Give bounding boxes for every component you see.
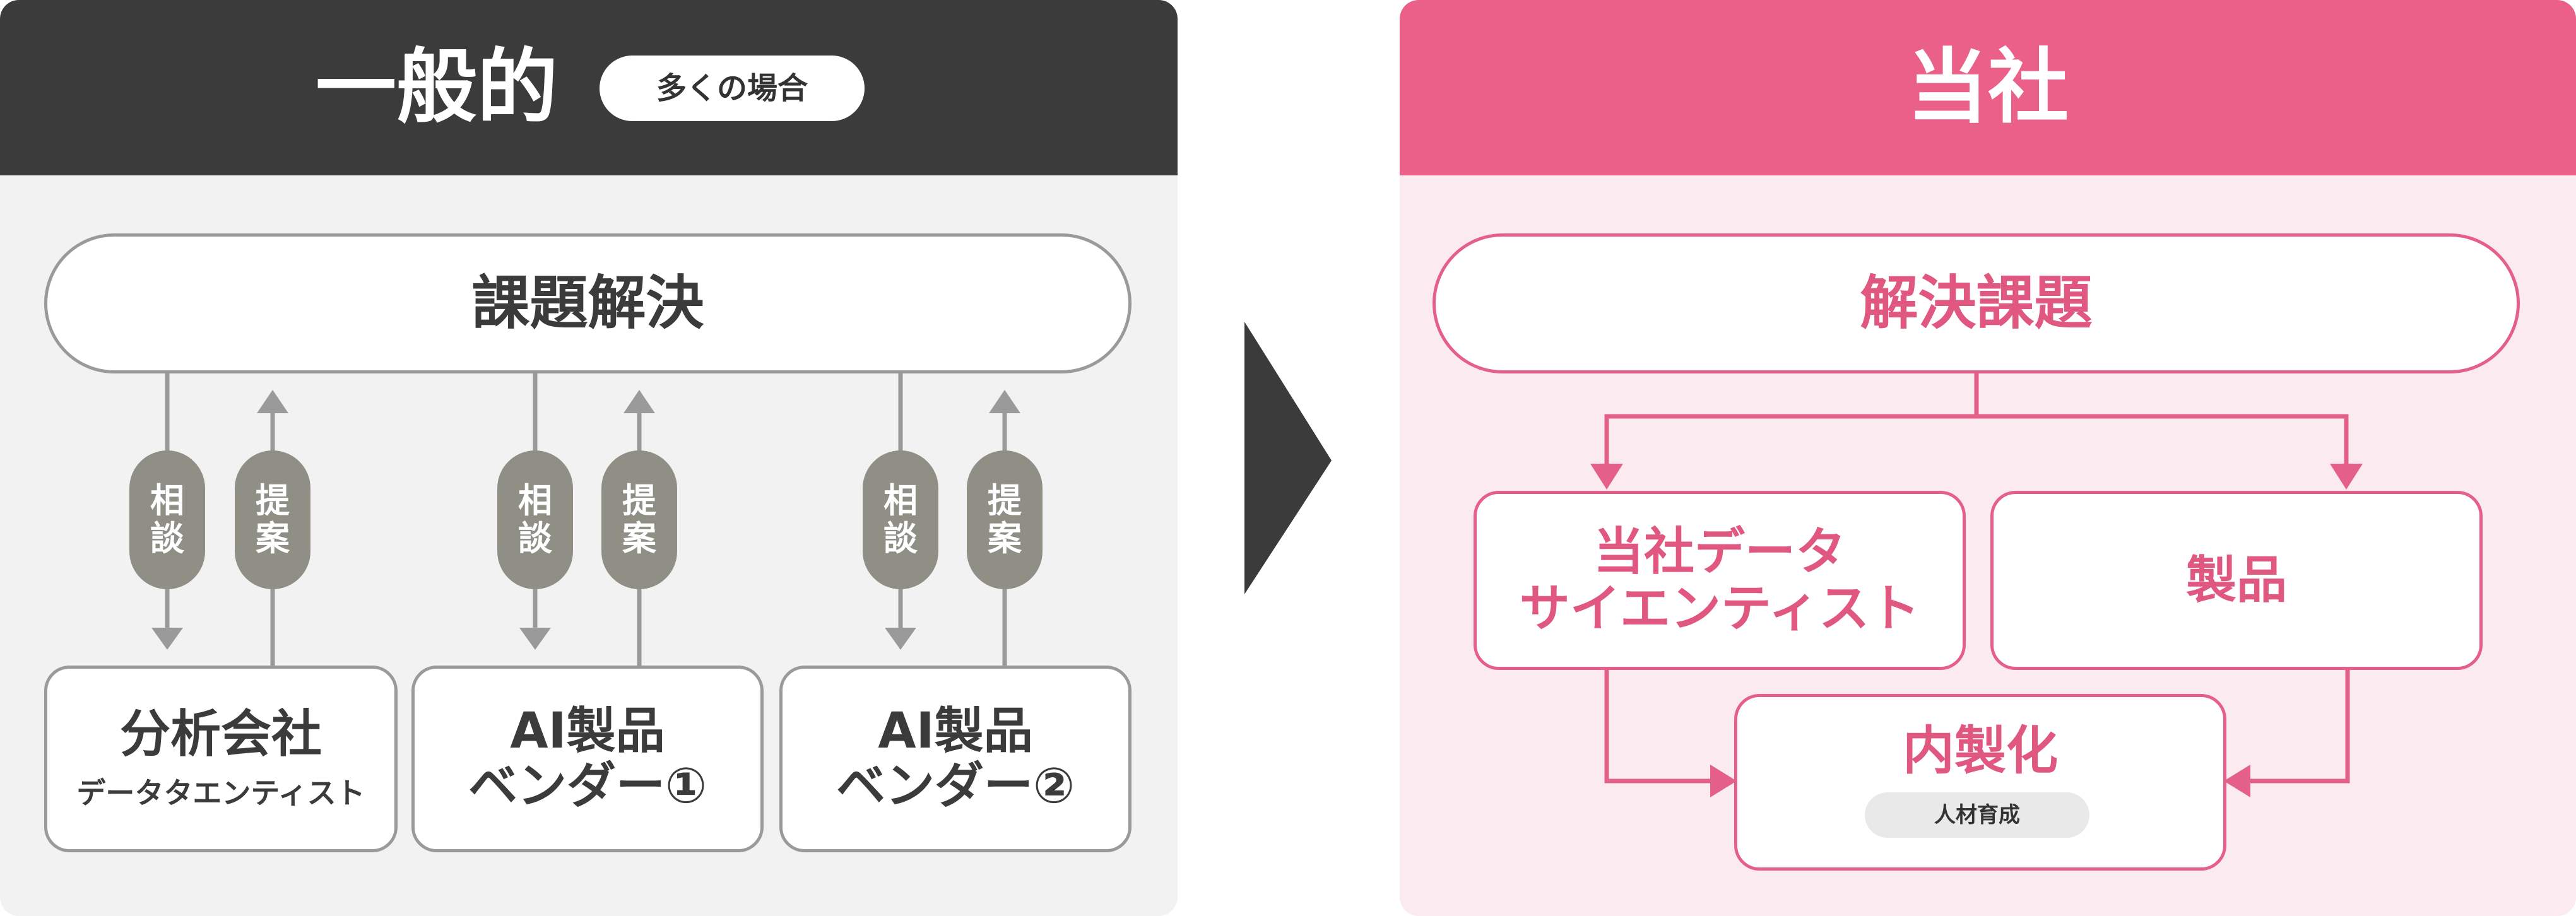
propose-char-1: 提 bbox=[988, 480, 1022, 520]
problem-solving-label: 課題解決 bbox=[471, 269, 704, 338]
consult-char-2: 談 bbox=[518, 519, 552, 558]
propose-char-1: 提 bbox=[622, 480, 656, 520]
consult-char-1: 相 bbox=[883, 480, 918, 520]
inhouse-box: 内製化 bbox=[1734, 694, 2226, 871]
solution-problem-box: 解決課題 bbox=[1433, 233, 2520, 373]
consult-char-2: 談 bbox=[883, 519, 918, 558]
down-arrow-icon bbox=[2330, 464, 2363, 490]
propose-char-2: 案 bbox=[622, 519, 656, 558]
right-flow bbox=[1604, 373, 2350, 784]
right-arrow-icon bbox=[1710, 765, 1737, 797]
vendor-box-ai-1: AI製品 ベンダー① bbox=[411, 666, 764, 852]
consult-char-1: 相 bbox=[150, 480, 184, 520]
left-arrow-icon bbox=[2224, 765, 2250, 797]
down-arrow-icon bbox=[151, 628, 183, 650]
consult-pill: 相 談 bbox=[497, 450, 573, 589]
talent-development-tag: 人材育成 bbox=[1865, 792, 2089, 838]
consult-char-1: 相 bbox=[518, 480, 552, 520]
vendor-ai-1-line2: ベンダー① bbox=[468, 758, 707, 814]
our-company-title: 当社 bbox=[1906, 40, 2069, 134]
vendor-box-analytics: 分析会社 データタエンティスト bbox=[44, 666, 398, 852]
propose-pill: 提 案 bbox=[967, 450, 1043, 589]
data-scientist-line1: 当社データ bbox=[1593, 522, 1846, 582]
our-company-header: 当社 bbox=[1400, 0, 2576, 175]
down-arrow-icon bbox=[885, 628, 916, 650]
solution-problem-label: 解決課題 bbox=[1860, 269, 2093, 338]
product-label: 製品 bbox=[2186, 551, 2287, 610]
general-header: 一般的 多くの場合 bbox=[0, 0, 1178, 175]
inhouse-label: 内製化 bbox=[1902, 721, 2058, 781]
down-arrow-icon bbox=[519, 628, 551, 650]
consult-pill: 相 談 bbox=[863, 450, 938, 589]
down-arrow-icon bbox=[1590, 464, 1623, 490]
up-arrow-icon bbox=[257, 390, 288, 413]
many-cases-badge: 多くの場合 bbox=[600, 56, 865, 121]
vendor-ai-2-line1: AI製品 bbox=[878, 702, 1033, 760]
vendor-ai-1-line1: AI製品 bbox=[510, 702, 665, 760]
propose-char-1: 提 bbox=[256, 480, 290, 520]
consult-pill: 相 談 bbox=[129, 450, 205, 589]
up-arrow-icon bbox=[623, 390, 655, 413]
data-scientist-line2: サイエンティスト bbox=[1519, 579, 1920, 638]
vendor-analytics-subtitle: データタエンティスト bbox=[76, 775, 365, 810]
vendor-analytics-title: 分析会社 bbox=[120, 705, 322, 764]
consult-char-2: 談 bbox=[150, 519, 184, 558]
transition-arrow-icon bbox=[1244, 322, 1332, 594]
propose-char-2: 案 bbox=[256, 519, 290, 558]
general-title: 一般的 bbox=[316, 40, 558, 134]
data-scientist-box: 当社データ サイエンティスト bbox=[1474, 491, 1966, 670]
vendor-box-ai-2: AI製品 ベンダー② bbox=[779, 666, 1131, 852]
product-box: 製品 bbox=[1990, 491, 2483, 670]
propose-char-2: 案 bbox=[988, 519, 1022, 558]
up-arrow-icon bbox=[989, 390, 1020, 413]
problem-solving-box: 課題解決 bbox=[44, 233, 1131, 373]
vendor-ai-2-line2: ベンダー② bbox=[836, 758, 1075, 814]
propose-pill: 提 案 bbox=[601, 450, 677, 589]
propose-pill: 提 案 bbox=[235, 450, 310, 589]
